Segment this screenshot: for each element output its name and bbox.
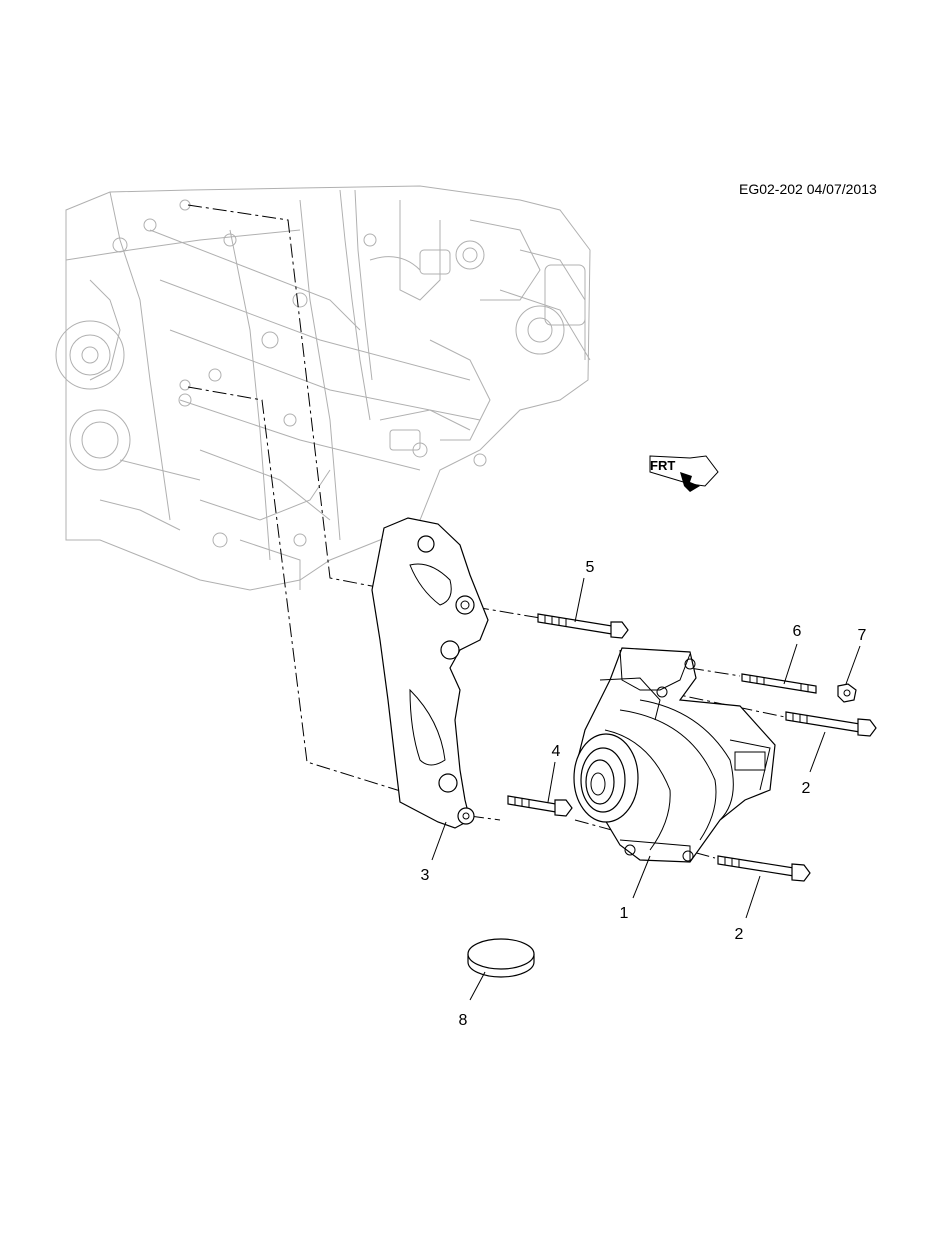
callout-2-lower: 2 (735, 926, 744, 943)
leader-lines (431, 577, 861, 1001)
front-direction-arrow: FRT (649, 455, 719, 492)
bolt-2-lower (717, 855, 811, 882)
cap-8 (467, 938, 535, 978)
bolt-4 (507, 795, 573, 817)
callout-5: 5 (586, 559, 595, 576)
callout-8: 8 (459, 1012, 468, 1029)
nut-7 (837, 683, 857, 703)
stud-6 (741, 673, 817, 694)
alternator (573, 647, 776, 863)
drawing-code: EG02-202 04/07/2013 (739, 181, 877, 197)
callout-1: 1 (620, 905, 629, 922)
callout-2-upper: 2 (802, 780, 811, 797)
callout-3: 3 (421, 867, 430, 884)
alternator-bracket (371, 517, 489, 829)
engine-block (55, 185, 591, 591)
bolt-5 (537, 613, 629, 639)
callout-6: 6 (793, 623, 802, 640)
bolt-2-upper (785, 711, 877, 737)
front-label: FRT (650, 458, 675, 473)
callout-7: 7 (858, 627, 867, 644)
callout-labels: 5 6 7 2 4 3 1 2 8 (421, 559, 867, 1029)
callout-4: 4 (552, 743, 561, 760)
